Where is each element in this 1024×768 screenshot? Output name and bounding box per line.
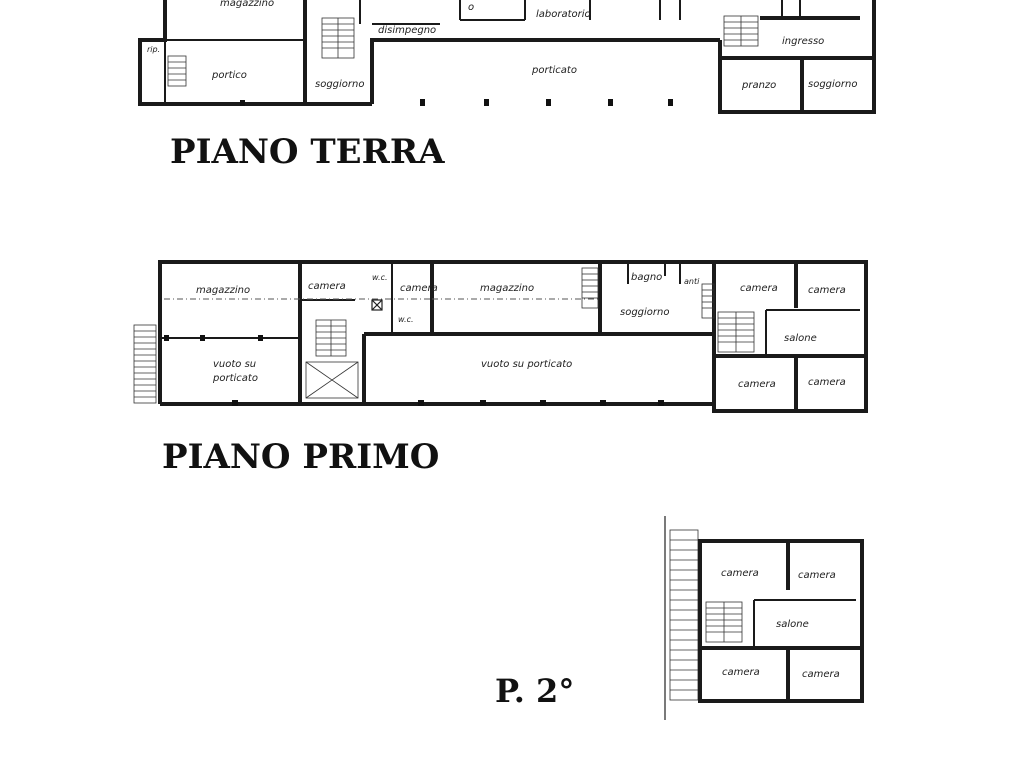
room-label: soggiorno	[315, 79, 365, 90]
room-label: camera	[721, 568, 759, 579]
floor-title-piano-terra: PIANO TERRA	[170, 132, 445, 172]
room-label: w.c.	[372, 273, 388, 282]
room-label: soggiorno	[808, 79, 858, 90]
room-label: magazzino	[196, 285, 250, 296]
room-label: salone	[784, 333, 817, 344]
room-label: porticato	[531, 65, 577, 76]
room-label: rip.	[147, 45, 160, 54]
room-label: magazzino	[220, 0, 274, 9]
floor-title-piano-primo: PIANO PRIMO	[162, 437, 439, 477]
room-label: soggiorno	[620, 307, 670, 318]
first-floor-plan: magazzino camera w.c. camera w.c. magazz…	[133, 260, 868, 413]
room-label: ingresso	[782, 36, 824, 47]
room-label: bagno	[631, 272, 662, 283]
room-label: camera	[808, 377, 846, 388]
room-label: camera	[802, 669, 840, 680]
room-label: vuoto su	[213, 359, 256, 370]
ground-floor-plan: magazzino rip. portico soggiorno disimpe…	[138, 0, 876, 114]
room-label: camera	[722, 667, 760, 678]
room-label: camera	[400, 283, 438, 294]
room-label: vuoto su porticato	[481, 359, 572, 370]
room-label: magazzino	[480, 283, 534, 294]
room-label: salone	[776, 619, 809, 630]
room-label: camera	[798, 570, 836, 581]
room-label: laboratorio	[536, 9, 591, 20]
room-label: camera	[740, 283, 778, 294]
room-label: camera	[738, 379, 776, 390]
room-label: w.c.	[398, 315, 414, 324]
room-label: porticato	[212, 373, 258, 384]
room-label: o	[468, 2, 474, 13]
room-label: anti	[684, 277, 700, 286]
room-label: disimpegno	[378, 25, 436, 36]
floor-title-piano-secondo: P. 2°	[495, 672, 574, 710]
room-label: portico	[211, 70, 247, 81]
room-label: camera	[308, 281, 346, 292]
second-floor-plan: camera camera salone camera camera	[664, 516, 864, 720]
room-label: camera	[808, 285, 846, 296]
room-label: pranzo	[741, 80, 776, 91]
